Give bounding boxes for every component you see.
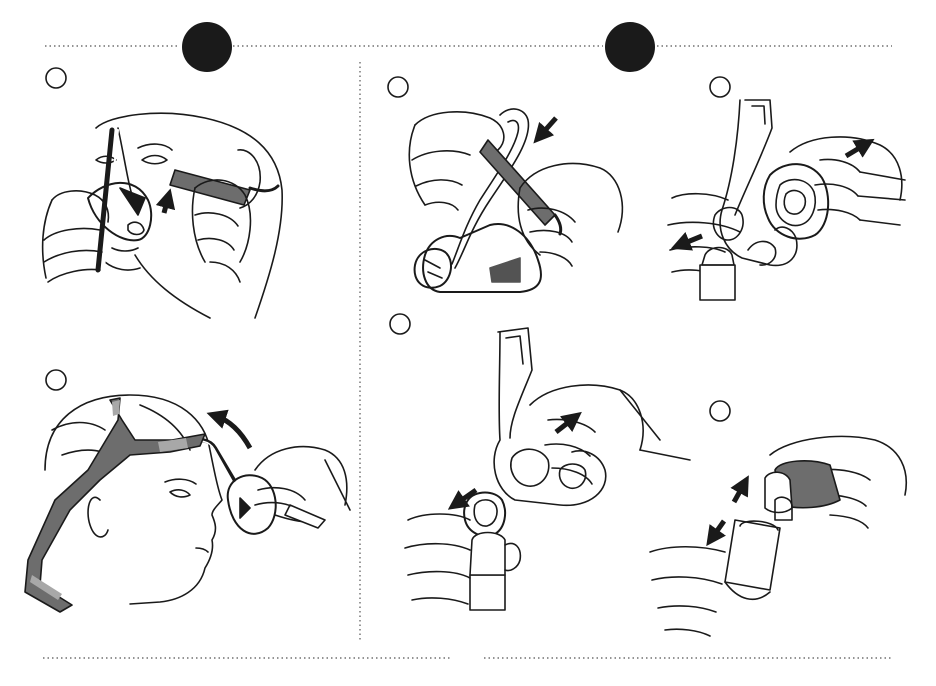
step-5-badge [390, 314, 410, 334]
step-1-arrow [164, 198, 168, 213]
step-2-arrow [216, 416, 250, 448]
step-3-badge [388, 77, 408, 97]
step-1-badge [46, 68, 66, 88]
step-3-arrow [540, 118, 556, 136]
section-badge-removing [182, 22, 232, 72]
step-6-illustration [650, 436, 906, 636]
step-3-illustration [409, 109, 622, 292]
step-4-illustration [668, 100, 905, 300]
step-1-illustration [43, 113, 283, 318]
step-5-illustration [405, 328, 690, 610]
section-badge-disassembly [605, 22, 655, 72]
step-6-arrow-down [712, 521, 724, 538]
step-6-badge [710, 401, 730, 421]
step-2-badge [46, 370, 66, 390]
step-2-illustration [45, 395, 350, 604]
step-4-arrow-left [680, 236, 702, 245]
step-4-arrow-right [846, 144, 866, 156]
step-6-arrow-up [734, 484, 744, 502]
step-4-badge [710, 77, 730, 97]
